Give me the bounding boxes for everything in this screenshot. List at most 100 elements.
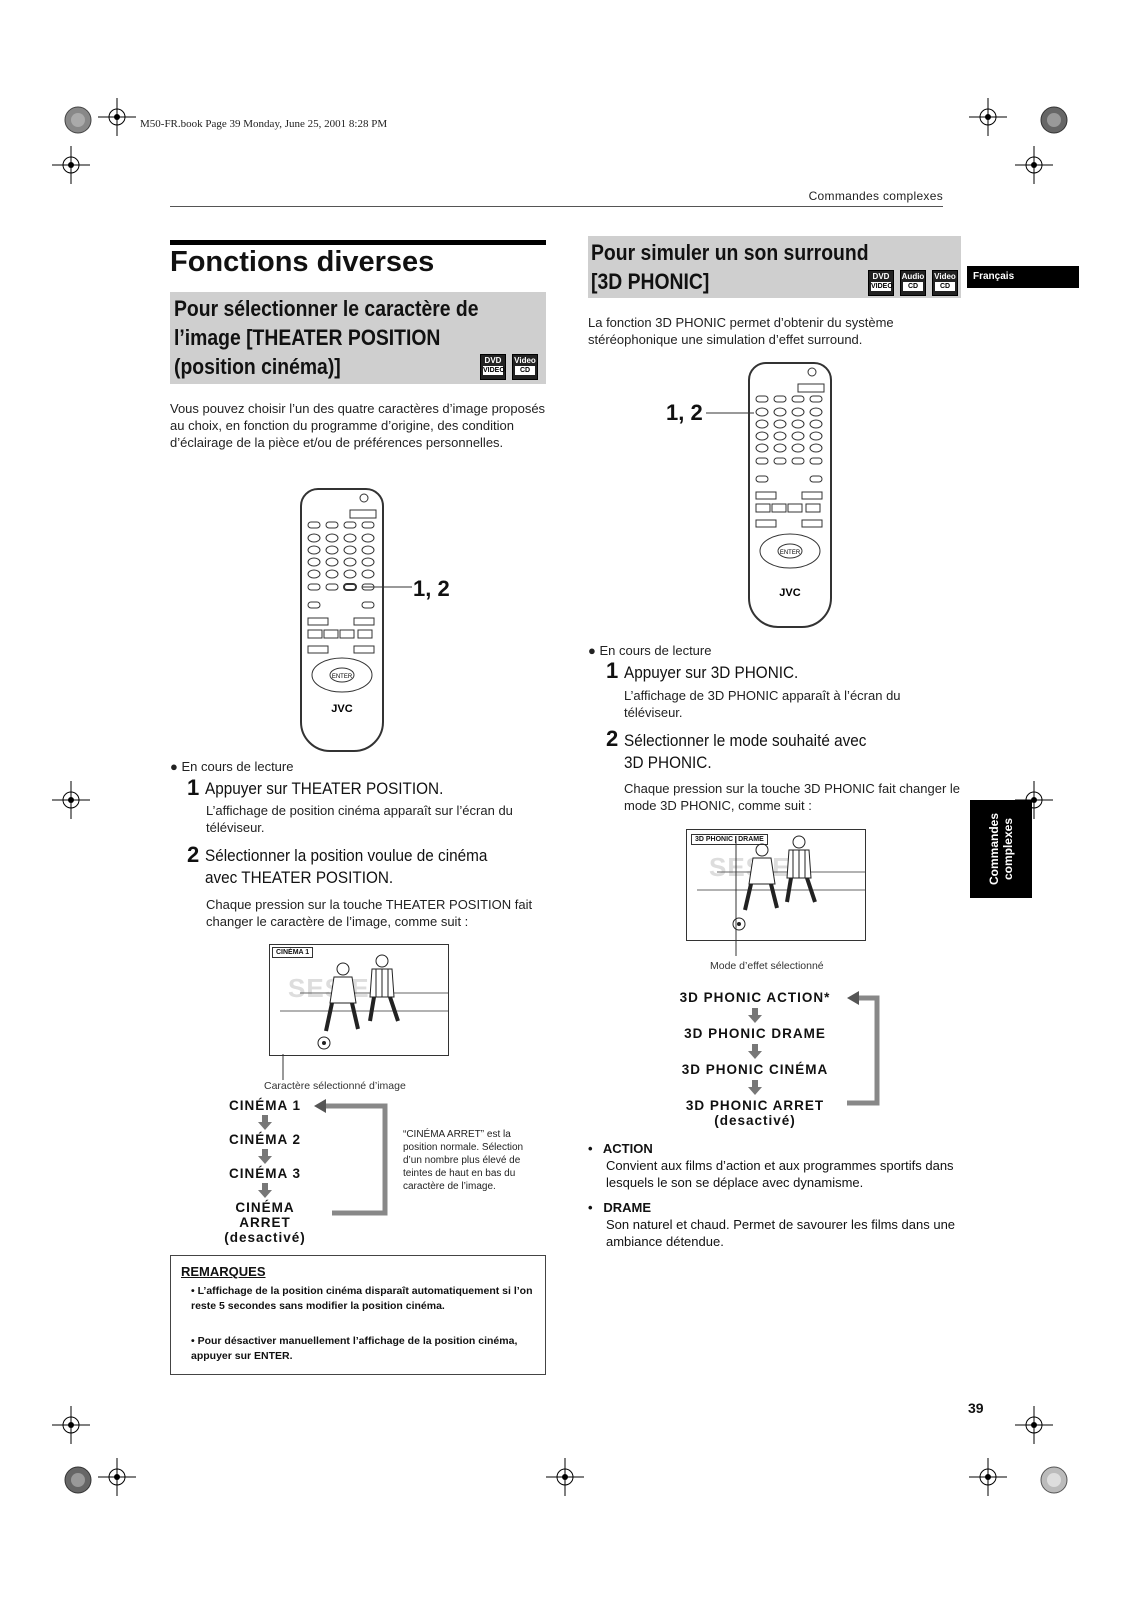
registration-mark	[546, 1458, 584, 1496]
page-title: Fonctions diverses	[170, 246, 435, 278]
registration-mark	[1015, 146, 1053, 184]
color-disc-mark	[64, 106, 92, 134]
mode-description: Son naturel et chaud. Permet de savourer…	[606, 1217, 956, 1249]
loop-back-arrow-icon	[847, 991, 880, 1106]
tv-screen-illustration: 3D PHONIC DRAME SES E	[686, 829, 866, 941]
remote-buttons-icon: ENTER JVC	[307, 493, 377, 715]
mode-name: • ACTION	[588, 1141, 653, 1156]
remote-buttons-icon: ENTER JVC	[755, 367, 825, 599]
enter-key-label: ENTER	[332, 674, 353, 680]
right-section-header: Pour simuler un son surround [3D PHONIC]…	[588, 236, 961, 298]
right-step-callout: 1, 2	[666, 400, 703, 425]
left-step-2-text: Chaque pression sur la touche THEATER PO…	[206, 897, 533, 929]
sequence-item: 3D PHONIC CINÉMA	[681, 1062, 829, 1077]
title-bar	[170, 240, 546, 245]
registration-mark	[52, 781, 90, 819]
left-step-1-title: Appuyer sur THEATER POSITION.	[205, 779, 444, 798]
left-step-1: 1	[187, 775, 200, 800]
registration-mark	[52, 1406, 90, 1444]
remark-item: • L’affichage de la position cinéma disp…	[191, 1285, 533, 1312]
section-tab-line-1: Commandes	[987, 812, 1001, 886]
down-arrow-icon	[258, 1183, 272, 1198]
left-step-2-title-line-2: avec THEATER POSITION.	[205, 868, 394, 887]
soccer-players-icon	[697, 835, 865, 931]
right-step-2-title-line-1: Sélectionner le mode souhaité avec	[624, 731, 867, 750]
osd-cinema-label: CINÉMA 1	[272, 947, 314, 958]
callout-leader-line	[362, 586, 412, 588]
left-section-title-line-2: l’image [THEATER POSITION	[174, 325, 441, 350]
right-step-1-title: Appuyer sur 3D PHONIC.	[624, 663, 799, 682]
right-step-2-title-line-2: 3D PHONIC.	[624, 753, 712, 772]
right-step-1-text: L’affichage de 3D PHONIC apparaît à l’éc…	[624, 688, 901, 720]
down-arrow-icon	[748, 1080, 762, 1095]
right-intro: La fonction 3D PHONIC permet d’obtenir d…	[588, 315, 894, 347]
caption-pointer-line	[735, 836, 737, 956]
page-number: 39	[968, 1400, 984, 1416]
3d-phonic-sequence: 3D PHONIC ACTION* 3D PHONIC DRAME 3D PHO…	[660, 990, 850, 1128]
osd-3d-phonic-label: 3D PHONIC DRAME	[691, 834, 768, 845]
running-head: Commandes complexes	[808, 189, 943, 203]
cinema-sequence: CINÉMA 1 CINÉMA 2 CINÉMA 3 CINÉMA ARRET …	[210, 1098, 320, 1245]
callout-leader-line	[706, 412, 754, 414]
caption-pointer-line	[282, 1054, 284, 1080]
color-disc-mark	[1040, 106, 1068, 134]
left-section-header: Pour sélectionner le caractère de l’imag…	[170, 292, 546, 384]
left-section-title-line-1: Pour sélectionner le caractère de	[174, 296, 479, 321]
book-info-line: M50-FR.book Page 39 Monday, June 25, 200…	[140, 118, 388, 130]
left-step-2: 2	[187, 842, 200, 867]
mode-name: • DRAME	[588, 1200, 652, 1215]
right-condition: ● En cours de lecture	[588, 643, 712, 658]
registration-mark	[969, 98, 1007, 136]
language-tab: Français	[967, 266, 1079, 288]
sequence-item: 3D PHONIC DRAME	[684, 1026, 826, 1041]
left-step-2-title-line-1: Sélectionner la position voulue de ciném…	[205, 846, 488, 865]
soccer-players-icon	[280, 954, 448, 1050]
registration-mark	[1015, 1406, 1053, 1444]
cinema-arret-note: “CINÉMA ARRET” est la position normale. …	[403, 1129, 524, 1192]
sequence-item-sub: (desactivé)	[224, 1230, 306, 1245]
sequence-item: CINÉMA 3	[228, 1166, 301, 1181]
right-step-2: 2	[606, 726, 619, 751]
remote-brand-logo: JVC	[331, 703, 352, 715]
header-rule	[170, 206, 943, 207]
mode-description: Convient aux films d’action et aux progr…	[606, 1158, 954, 1190]
remote-control-illustration: ENTER JVC	[300, 488, 384, 752]
left-step-1-text: L’affichage de position cinéma apparaît …	[206, 803, 513, 835]
down-arrow-icon	[258, 1115, 272, 1130]
right-step-1: 1	[606, 658, 619, 683]
mode-list: • ACTION Convient aux films d’action et …	[588, 1140, 958, 1250]
sequence-item: CINÉMA 2	[228, 1132, 301, 1147]
sequence-item: 3D PHONIC ACTION*	[679, 990, 831, 1005]
remote-brand-logo: JVC	[779, 587, 800, 599]
remarks-box: REMARQUES • L’affichage de la position c…	[170, 1255, 546, 1375]
section-tab-line-2: complexes	[1001, 817, 1015, 881]
sequence-item: CINÉMA 1	[228, 1098, 301, 1113]
sequence-item: CINÉMA ARRET	[235, 1200, 295, 1230]
sequence-item: 3D PHONIC ARRET	[685, 1098, 825, 1113]
registration-mark	[52, 146, 90, 184]
color-disc-mark	[1040, 1466, 1068, 1494]
screen-watermark-text: SES E	[709, 852, 791, 882]
loop-back-arrow-icon	[314, 1099, 388, 1216]
registration-mark	[98, 1458, 136, 1496]
registration-mark	[98, 98, 136, 136]
sequence-item-sub: (desactivé)	[714, 1113, 796, 1128]
right-screen-caption: Mode d’effet sélectionné	[710, 960, 824, 972]
remote-control-illustration: ENTER JVC	[748, 362, 832, 628]
left-step-callout: 1, 2	[413, 576, 450, 601]
left-condition: ● En cours de lecture	[170, 759, 294, 774]
right-step-2-text: Chaque pression sur la touche 3D PHONIC …	[624, 781, 961, 813]
enter-key-label: ENTER	[780, 550, 801, 556]
remark-item: • Pour désactiver manuellement l’afficha…	[191, 1335, 518, 1362]
left-screen-caption: Caractère sélectionné d’image	[264, 1080, 406, 1092]
right-section-title-line-1: Pour simuler un son surround	[591, 240, 869, 265]
down-arrow-icon	[748, 1044, 762, 1059]
registration-mark	[969, 1458, 1007, 1496]
tv-screen-illustration: CINÉMA 1 SES E	[269, 944, 449, 1056]
down-arrow-icon	[258, 1149, 272, 1164]
